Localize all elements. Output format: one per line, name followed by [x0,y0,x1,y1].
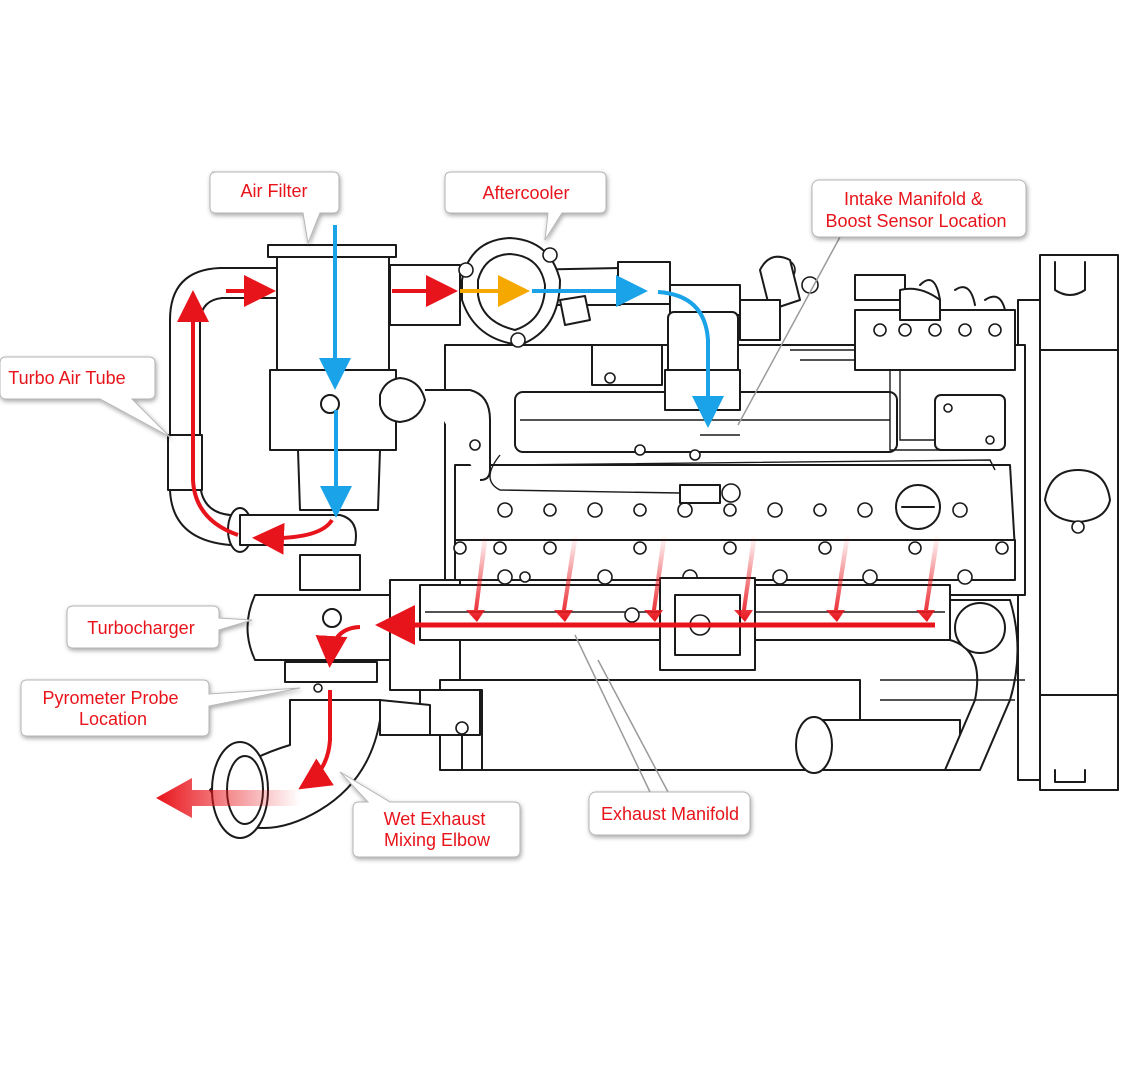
callout-wet-exhaust: Wet Exhaust Mixing Elbow [339,771,521,858]
exhaust-port-arrows [466,535,940,622]
exhaust-port-arrow-5 [826,535,850,622]
exhaust-manifold-label: Exhaust Manifold [601,804,739,824]
turbo-air-tube-body [167,267,278,553]
callout-pyrometer-probe: Pyrometer Probe Location [20,679,301,737]
air-filter-label-line: Air Filter [241,181,308,201]
callout-intake-manifold: Intake Manifold & Boost Sensor Location [737,179,1027,426]
exhaust-port-arrow-4 [734,535,757,622]
compressed-air-arrow-turbo-out [252,518,334,555]
heat-exchanger [419,599,1025,774]
exhaust-port-arrow-3 [644,535,667,622]
intake-manifold-label: Intake Manifold & Boost Sensor Location [825,189,1006,231]
pyrometer-probe-label-line-1: Pyrometer Probe [42,688,178,708]
callout-exhaust-manifold: Exhaust Manifold [574,634,751,836]
callout-turbo-air-tube: Turbo Air Tube [0,356,171,438]
flywheel-housing [1017,254,1119,791]
engine-drawing [167,237,1119,839]
wet-exhaust-label: Wet Exhaust Mixing Elbow [384,809,491,850]
turbo-air-tube-label: Turbo Air Tube [8,368,125,388]
exhaust-arrow-turbo-turbine [315,625,361,668]
turbocharger-label-line: Turbocharger [87,618,194,638]
pyrometer-probe-label: Pyrometer Probe Location [42,688,183,729]
aftercooler-label: Aftercooler [482,183,569,203]
turbocharger-label: Turbocharger [87,618,194,638]
exhaust-exit-arrow [156,778,300,818]
valve-cover-bolts [453,502,1009,585]
callout-air-filter: Air Filter [209,171,340,245]
exhaust-arrow-downpipe [298,690,334,790]
flow-arrows [156,225,940,818]
callouts: Air Filter Aftercooler Intake Manifold &… [0,171,1027,858]
intake-manifold-label-line-1: Intake Manifold & [844,189,983,209]
turbocharger-body [239,514,461,693]
exhaust-manifold-label-line: Exhaust Manifold [601,804,739,824]
exhaust-port-arrow-2 [554,535,578,622]
air-filter-label: Air Filter [241,181,308,201]
exhaust-port-arrow-1 [466,535,488,622]
callout-aftercooler: Aftercooler [444,171,607,241]
top-components [469,255,941,461]
aftercooler-label-line: Aftercooler [482,183,569,203]
compressed-air-arrow-tube-up [177,290,239,537]
wet-exhaust-label-line-2: Mixing Elbow [384,830,491,850]
callout-turbocharger: Turbocharger [66,605,253,649]
pyrometer-probe-label-line-2: Location [79,709,147,729]
charge-air-arrow-into-manifold [657,290,724,428]
turbo-air-tube-label-line: Turbo Air Tube [8,368,125,388]
wet-exhaust-label-line-1: Wet Exhaust [384,809,486,829]
intake-manifold-label-line-2: Boost Sensor Location [825,211,1006,231]
exhaust-port-arrow-6 [916,535,940,622]
